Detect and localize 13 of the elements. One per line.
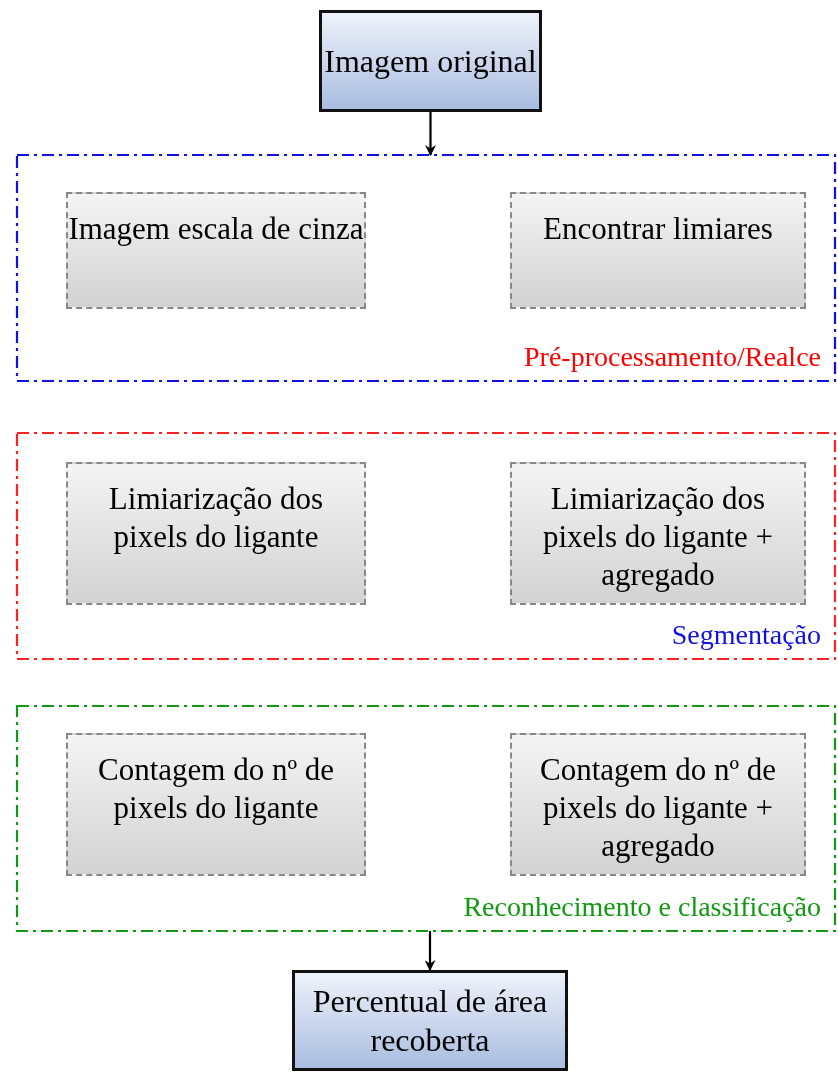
stage-title: Segmentação	[671, 619, 821, 651]
process-box: Percentual de área recoberta	[292, 970, 568, 1071]
stage-title: Reconhecimento e classificação	[463, 891, 821, 923]
step-box: Limiarização dos pixels do ligante + agregado	[510, 462, 806, 605]
step-box: Contagem do nº de pixels do ligante	[66, 733, 366, 876]
step-box: Contagem do nº de pixels do ligante + agregado	[510, 733, 806, 876]
step-box: Limiarização dos pixels do ligante	[66, 462, 366, 605]
step-box: Encontrar limiares	[510, 192, 806, 309]
stage-title: Pré-processamento/Realce	[524, 341, 821, 373]
process-box: Imagem original	[319, 10, 542, 112]
arrow	[424, 931, 436, 972]
arrow	[425, 112, 436, 157]
step-box: Imagem escala de cinza	[66, 192, 366, 309]
